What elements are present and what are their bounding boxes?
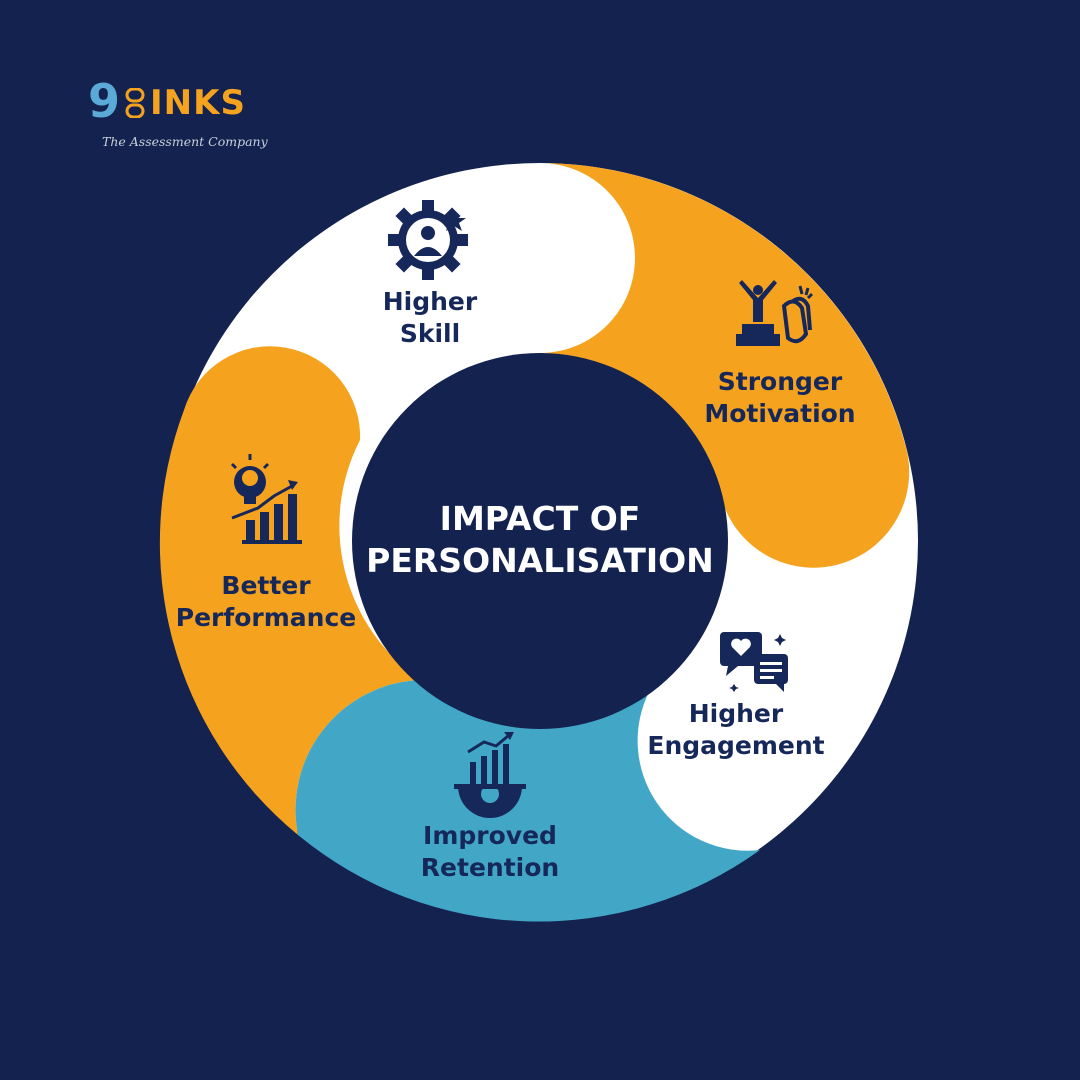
growth-chart-gear-icon xyxy=(454,732,526,818)
logo-nine: 9 xyxy=(88,74,121,128)
chain-link-icon xyxy=(125,88,145,118)
winner-clapping-icon xyxy=(736,280,814,346)
segment-label-better-performance: Better Performance xyxy=(175,571,357,632)
heart-chat-bubbles-icon xyxy=(720,632,788,692)
center-title: IMPACT OF PERSONALISATION xyxy=(340,498,740,582)
segment-label-stronger-motivation: Stronger Motivation xyxy=(704,367,856,428)
center-title-line2: PERSONALISATION xyxy=(366,541,714,580)
segment-label-higher-engagement: Higher Engagement xyxy=(647,699,825,760)
brand-logo: 9 INKS The Assessment Company xyxy=(88,78,288,158)
logo-wordmark: INKS xyxy=(150,83,246,123)
gear-person-star-icon xyxy=(388,200,468,280)
segment-label-higher-skill: Higher Skill xyxy=(382,287,478,348)
center-circle xyxy=(352,353,728,729)
segment-better-performance-shape xyxy=(159,346,420,835)
segment-improved-retention-shape xyxy=(295,680,760,922)
segment-stronger-motivation-shape xyxy=(540,163,910,568)
bulb-gear-bar-chart-icon xyxy=(230,454,302,544)
logo-tagline: The Assessment Company xyxy=(102,134,268,149)
segment-label-improved-retention: Improved Retention xyxy=(420,821,560,882)
center-title-line1: IMPACT OF xyxy=(439,499,641,538)
